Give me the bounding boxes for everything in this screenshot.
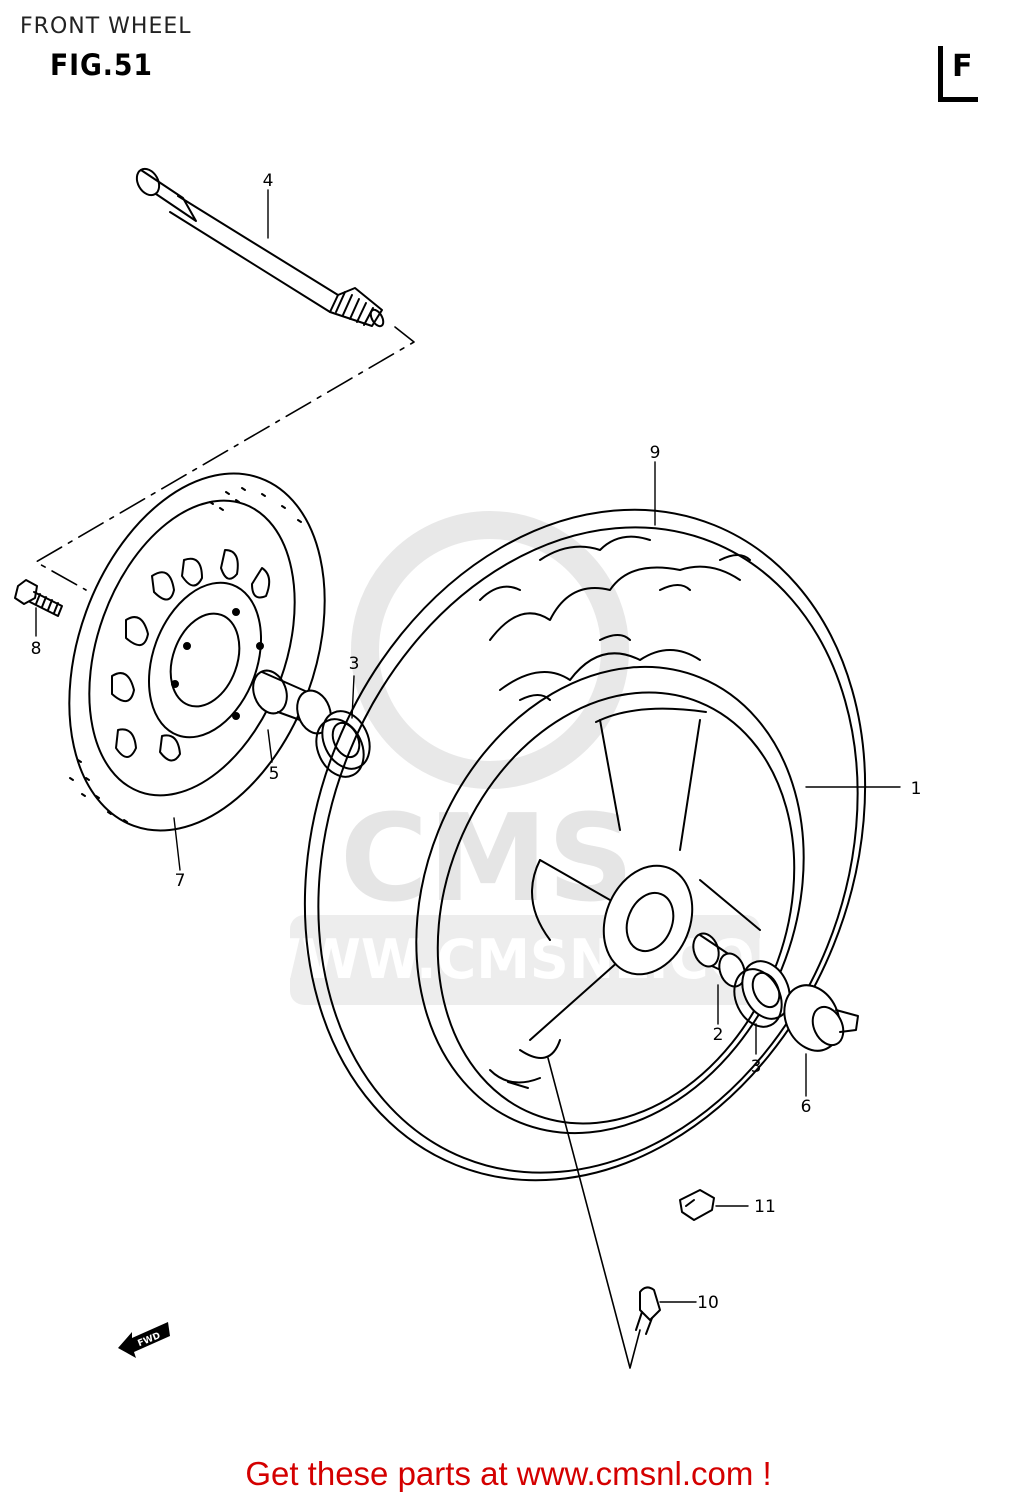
exploded-parts-diagram: CMS WWW.CMSNL.COM [14, 167, 922, 1369]
axle-collar [783, 984, 859, 1052]
front-tire [303, 508, 867, 1182]
disc-bolt [14, 579, 63, 617]
callout-1: 1 [911, 779, 922, 799]
callout-9: 9 [650, 443, 661, 463]
callout-7: 7 [175, 871, 186, 891]
figure-number: FIG.51 [50, 48, 153, 82]
watermark-logo-text: CMS [340, 790, 634, 929]
callout-3-left: 3 [349, 654, 360, 674]
axle-assembly-line [35, 326, 415, 591]
footer-link-text[interactable]: Get these parts at www.cmsnl.com ! [245, 1455, 772, 1492]
watermark: CMS WWW.CMSNL.COM [242, 511, 808, 1005]
wheel-rim [415, 665, 805, 1135]
front-axle [135, 167, 385, 328]
balance-weight [679, 1189, 715, 1221]
callout-8: 8 [31, 639, 42, 659]
callout-4: 4 [263, 171, 274, 191]
forward-direction-arrow: FWD [118, 1322, 170, 1358]
page-title: FRONT WHEEL [20, 14, 192, 39]
bearing-right [733, 960, 791, 1028]
fwd-label: FWD [136, 1331, 162, 1349]
callout-6: 6 [801, 1097, 812, 1117]
brake-disc [68, 472, 326, 832]
tire-valve [635, 1286, 661, 1335]
callout-5: 5 [269, 764, 280, 784]
callout-3-right: 3 [751, 1057, 762, 1077]
callout-2: 2 [713, 1025, 724, 1045]
corner-reference-mark: F [938, 46, 980, 102]
bearing-left [315, 710, 371, 778]
callout-11: 11 [754, 1197, 776, 1217]
wheel-spacer [252, 669, 332, 735]
callout-10: 10 [697, 1293, 719, 1313]
